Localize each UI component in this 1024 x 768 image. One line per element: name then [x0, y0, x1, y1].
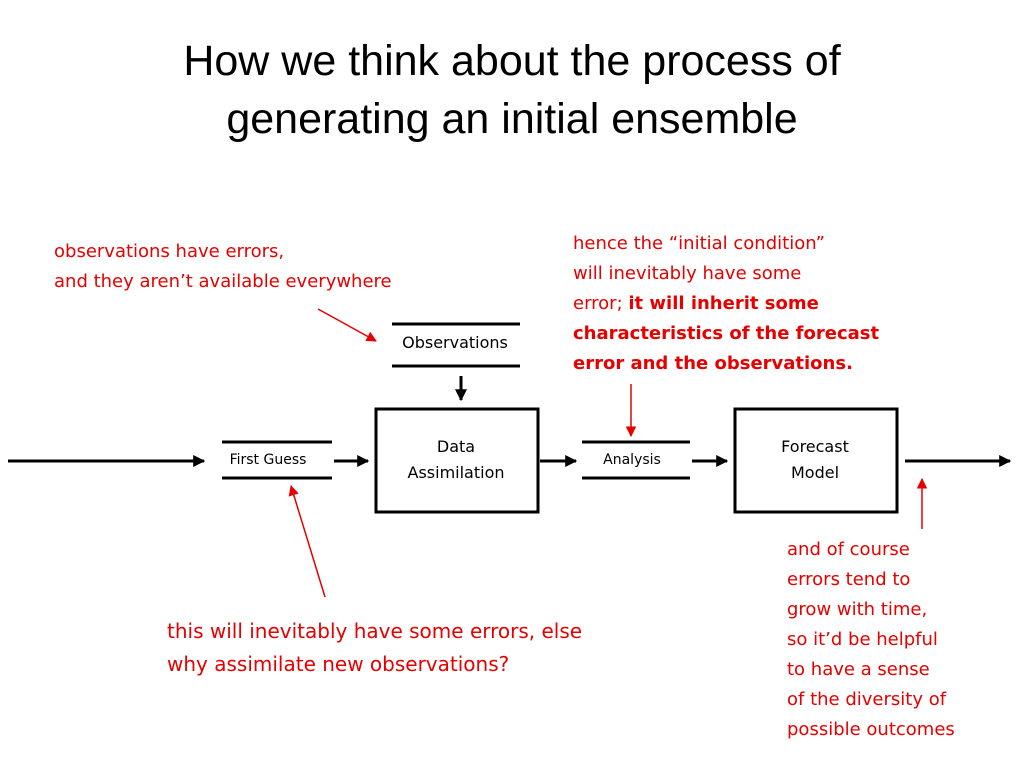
- initial-condition-note-line-4: characteristics of the forecast: [573, 319, 879, 349]
- initial-condition-note-bold-line-4: characteristics of the forecast: [573, 323, 880, 344]
- errors-grow-note-line-7: possible outcomes: [787, 719, 955, 740]
- data-assimilation-box: [374, 407, 540, 514]
- forecast-model-label-line-2: Model: [790, 463, 840, 482]
- first-guess-annotation-arrow: [288, 484, 326, 598]
- errors-grow-note: and of course errors tend to grow with t…: [787, 535, 955, 745]
- forecast-model-label-line-1: Forecast: [781, 437, 849, 456]
- first-guess-label: First Guess: [229, 452, 307, 468]
- first-guess-errors-note-line-2: why assimilate new observations?: [167, 652, 510, 676]
- observations-errors-note-line-2: and they aren’t available everywhere: [54, 271, 392, 292]
- slide-title: How we think about the process of genera…: [0, 32, 1024, 148]
- errors-grow-note-line-2: errors tend to: [787, 569, 911, 590]
- errors-grow-note-line-3: grow with time,: [787, 599, 928, 620]
- forecast-model-box: [733, 407, 899, 514]
- data-assimilation-label-line-1: Data: [436, 437, 476, 456]
- initial-condition-note-plain: error;: [573, 293, 629, 314]
- initial-condition-note-line-1: hence the “initial condition”: [573, 233, 825, 254]
- initial-condition-note-line-5: error and the observations.: [573, 349, 879, 379]
- errors-grow-note-line-6: of the diversity of: [787, 689, 947, 710]
- initial-condition-note-bold: it will inherit some: [628, 293, 819, 314]
- forecast-model-label: Forecast Model: [735, 434, 895, 486]
- initial-condition-note-line-3: error; it will inherit some: [573, 289, 879, 319]
- data-assimilation-label-line-2: Assimilation: [407, 463, 505, 482]
- observations-errors-note-line-1: observations have errors,: [54, 241, 285, 262]
- errors-grow-note-line-5: to have a sense: [787, 659, 930, 680]
- initial-condition-note-bold-line-5: error and the observations.: [573, 353, 853, 374]
- initial-condition-note-line-2: will inevitably have some: [573, 263, 802, 284]
- observations-label: Observations: [402, 333, 508, 352]
- first-guess-errors-note-line-1: this will inevitably have some errors, e…: [167, 619, 583, 643]
- errors-grow-note-line-4: so it’d be helpful: [787, 629, 938, 650]
- data-assimilation-label: Data Assimilation: [376, 434, 536, 486]
- analysis-label: Analysis: [603, 452, 661, 468]
- initial-condition-note: hence the “initial condition” will inevi…: [573, 229, 879, 379]
- first-guess-errors-note: this will inevitably have some errors, e…: [167, 615, 582, 681]
- slide-title-line-1: How we think about the process of: [183, 37, 841, 85]
- slide-title-line-2: generating an initial ensemble: [226, 95, 798, 143]
- observations-errors-note: observations have errors, and they aren’…: [54, 237, 392, 297]
- errors-grow-note-line-1: and of course: [787, 539, 910, 560]
- observations-annotation-arrow: [317, 308, 377, 342]
